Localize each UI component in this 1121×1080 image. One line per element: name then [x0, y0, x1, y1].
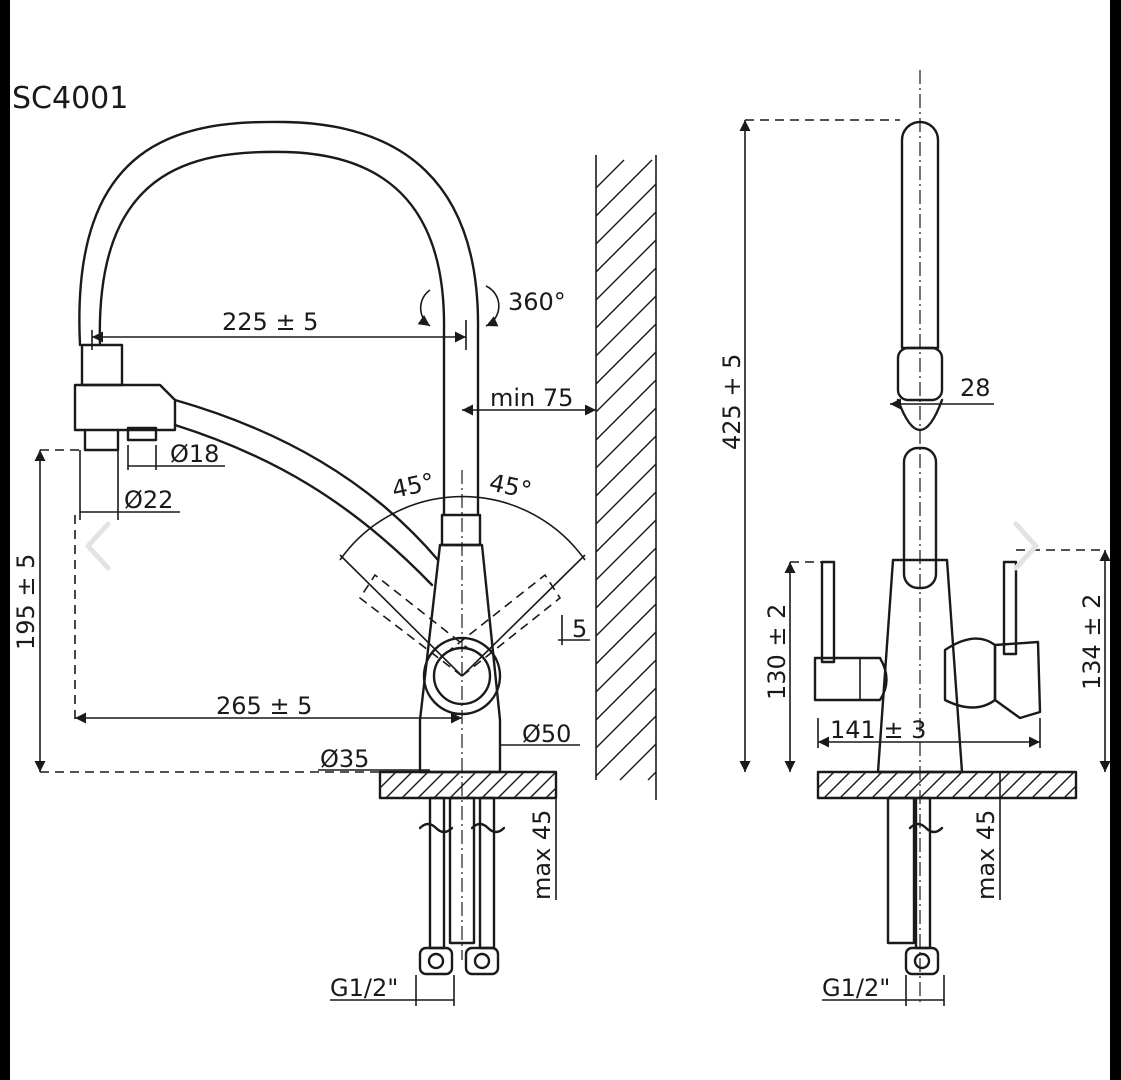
dim-handle-span: 141 ± 3	[830, 716, 926, 744]
dim-dia-22: Ø22	[124, 486, 173, 514]
faucet-body	[418, 543, 502, 774]
hatch-line	[595, 687, 657, 749]
dim-dia-35: Ø35	[320, 745, 369, 773]
hatch-line	[595, 463, 657, 525]
hatch-line	[595, 211, 657, 273]
hatch-line	[595, 159, 653, 217]
hatch-line	[1015, 771, 1043, 799]
hatch-line	[647, 771, 657, 781]
hatch-line	[919, 771, 947, 799]
hatch-line	[619, 743, 657, 781]
dim-dia-50: Ø50	[522, 720, 571, 748]
faucet-drawing: SC4001	[12, 70, 1110, 1006]
hatch-line	[545, 787, 557, 799]
hatch-line	[903, 771, 931, 799]
hatch-line	[595, 575, 657, 637]
chevron-right-icon	[1013, 521, 1039, 571]
hatch-line	[855, 771, 883, 799]
hatch-line	[481, 771, 509, 799]
dim-handle-height-right: 134 ± 2	[1078, 594, 1106, 690]
technical-drawing-sheet: SC4001	[10, 0, 1110, 1080]
hatch-line	[465, 771, 493, 799]
hatch-line	[379, 771, 397, 789]
side-spout	[900, 120, 940, 350]
dim-base-reach: 265 ± 5	[216, 692, 312, 720]
hatch-line	[999, 771, 1027, 799]
hatch-line	[529, 771, 557, 799]
hatch-line	[433, 771, 461, 799]
hatch-line	[1047, 771, 1075, 799]
hatch-line	[595, 351, 657, 413]
hatch-line	[595, 715, 657, 777]
hatch-line	[595, 379, 657, 441]
hatch-line	[595, 659, 657, 721]
hatch-line	[935, 771, 963, 799]
hatch-line	[513, 771, 541, 799]
hatch-line	[595, 603, 657, 665]
hatch-line	[595, 547, 657, 609]
dim-spout-reach: 225 ± 5	[222, 308, 318, 336]
prev-image-button[interactable]	[80, 516, 120, 576]
hatch-line	[887, 771, 915, 799]
hatch-line	[385, 771, 413, 799]
dim-thread-side: G1/2"	[822, 974, 890, 1002]
hatch-line	[871, 771, 899, 799]
hatch-line	[595, 435, 657, 497]
label-rotation: 360°	[508, 288, 566, 316]
hatch-line	[417, 771, 445, 799]
hatch-line	[595, 159, 625, 189]
dim-spout-height: 195 ± 5	[12, 554, 40, 650]
hatch-line	[1063, 785, 1077, 799]
wall-hatching	[595, 155, 657, 800]
hatch-line	[595, 491, 657, 553]
dim-handle-height-left: 130 ± 2	[763, 604, 791, 700]
spout-inner	[98, 150, 446, 517]
hatch-line	[983, 771, 1011, 799]
filter-head	[80, 343, 124, 387]
chevron-left-icon	[85, 521, 111, 571]
hatch-line	[449, 771, 477, 799]
fitting-left	[418, 946, 454, 976]
hatch-line	[595, 183, 657, 245]
hatch-line	[839, 771, 867, 799]
label-angle-left: 45°	[389, 468, 436, 504]
hatch-line	[595, 323, 657, 385]
dim-dia-18: Ø18	[170, 440, 219, 468]
fitting-side	[904, 946, 940, 976]
hatch-line	[595, 239, 657, 301]
dim-dia-28: 28	[960, 374, 991, 402]
countertop-side	[816, 770, 1078, 800]
hatch-line	[401, 771, 429, 799]
dim-max-thickness-side: max 45	[972, 810, 1000, 900]
hatch-line	[595, 519, 657, 581]
fitting-right	[464, 946, 500, 976]
hatch-line	[1031, 771, 1059, 799]
dim-handle-offset: 5	[572, 615, 587, 643]
hatch-line	[497, 771, 525, 799]
dim-max-thickness-front: max 45	[528, 810, 556, 900]
hatch-line	[967, 771, 995, 799]
dim-total-height: 425 + 5	[718, 354, 746, 450]
next-image-button[interactable]	[1004, 516, 1044, 576]
hatch-line	[823, 771, 851, 799]
spout-outer	[78, 120, 480, 517]
dim-min-wall: min 75	[490, 384, 573, 412]
hatch-line	[595, 407, 657, 469]
drawing-title: SC4001	[12, 81, 128, 116]
front-view: 225 ± 5 360° min 75 Ø18 Ø22 4	[12, 120, 657, 1006]
dim-thread-front: G1/2"	[330, 974, 398, 1002]
hatch-line	[951, 771, 979, 799]
hatch-line	[595, 295, 657, 357]
hatch-line	[595, 631, 657, 693]
hatch-line	[817, 771, 835, 789]
side-view: 425 + 5 28 130 ± 2 134 ± 2 141 ± 3	[718, 70, 1110, 1006]
hatch-line	[595, 267, 657, 329]
